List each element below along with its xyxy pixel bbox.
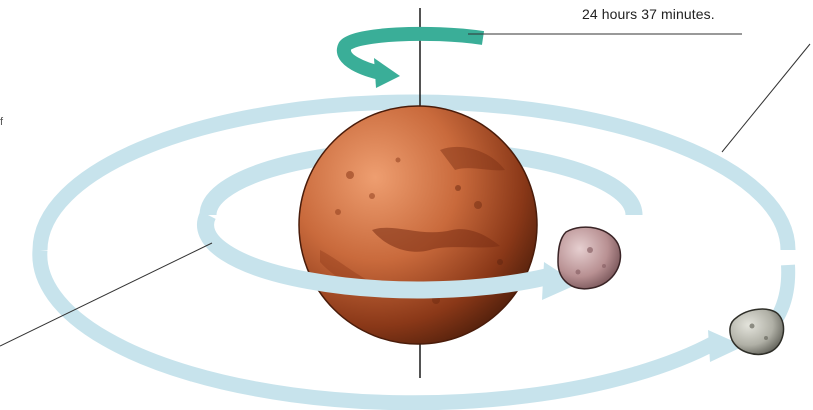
rotation-period-label: 24 hours 37 minutes. bbox=[582, 6, 715, 22]
edge-mark-left: f bbox=[0, 116, 3, 128]
mars-planet-icon bbox=[299, 106, 537, 344]
phobos-moon-icon bbox=[558, 227, 620, 289]
rotation-arrow-icon bbox=[344, 34, 483, 88]
deimos-moon-icon bbox=[730, 309, 784, 354]
outer-orbit-leader-line bbox=[722, 44, 810, 152]
